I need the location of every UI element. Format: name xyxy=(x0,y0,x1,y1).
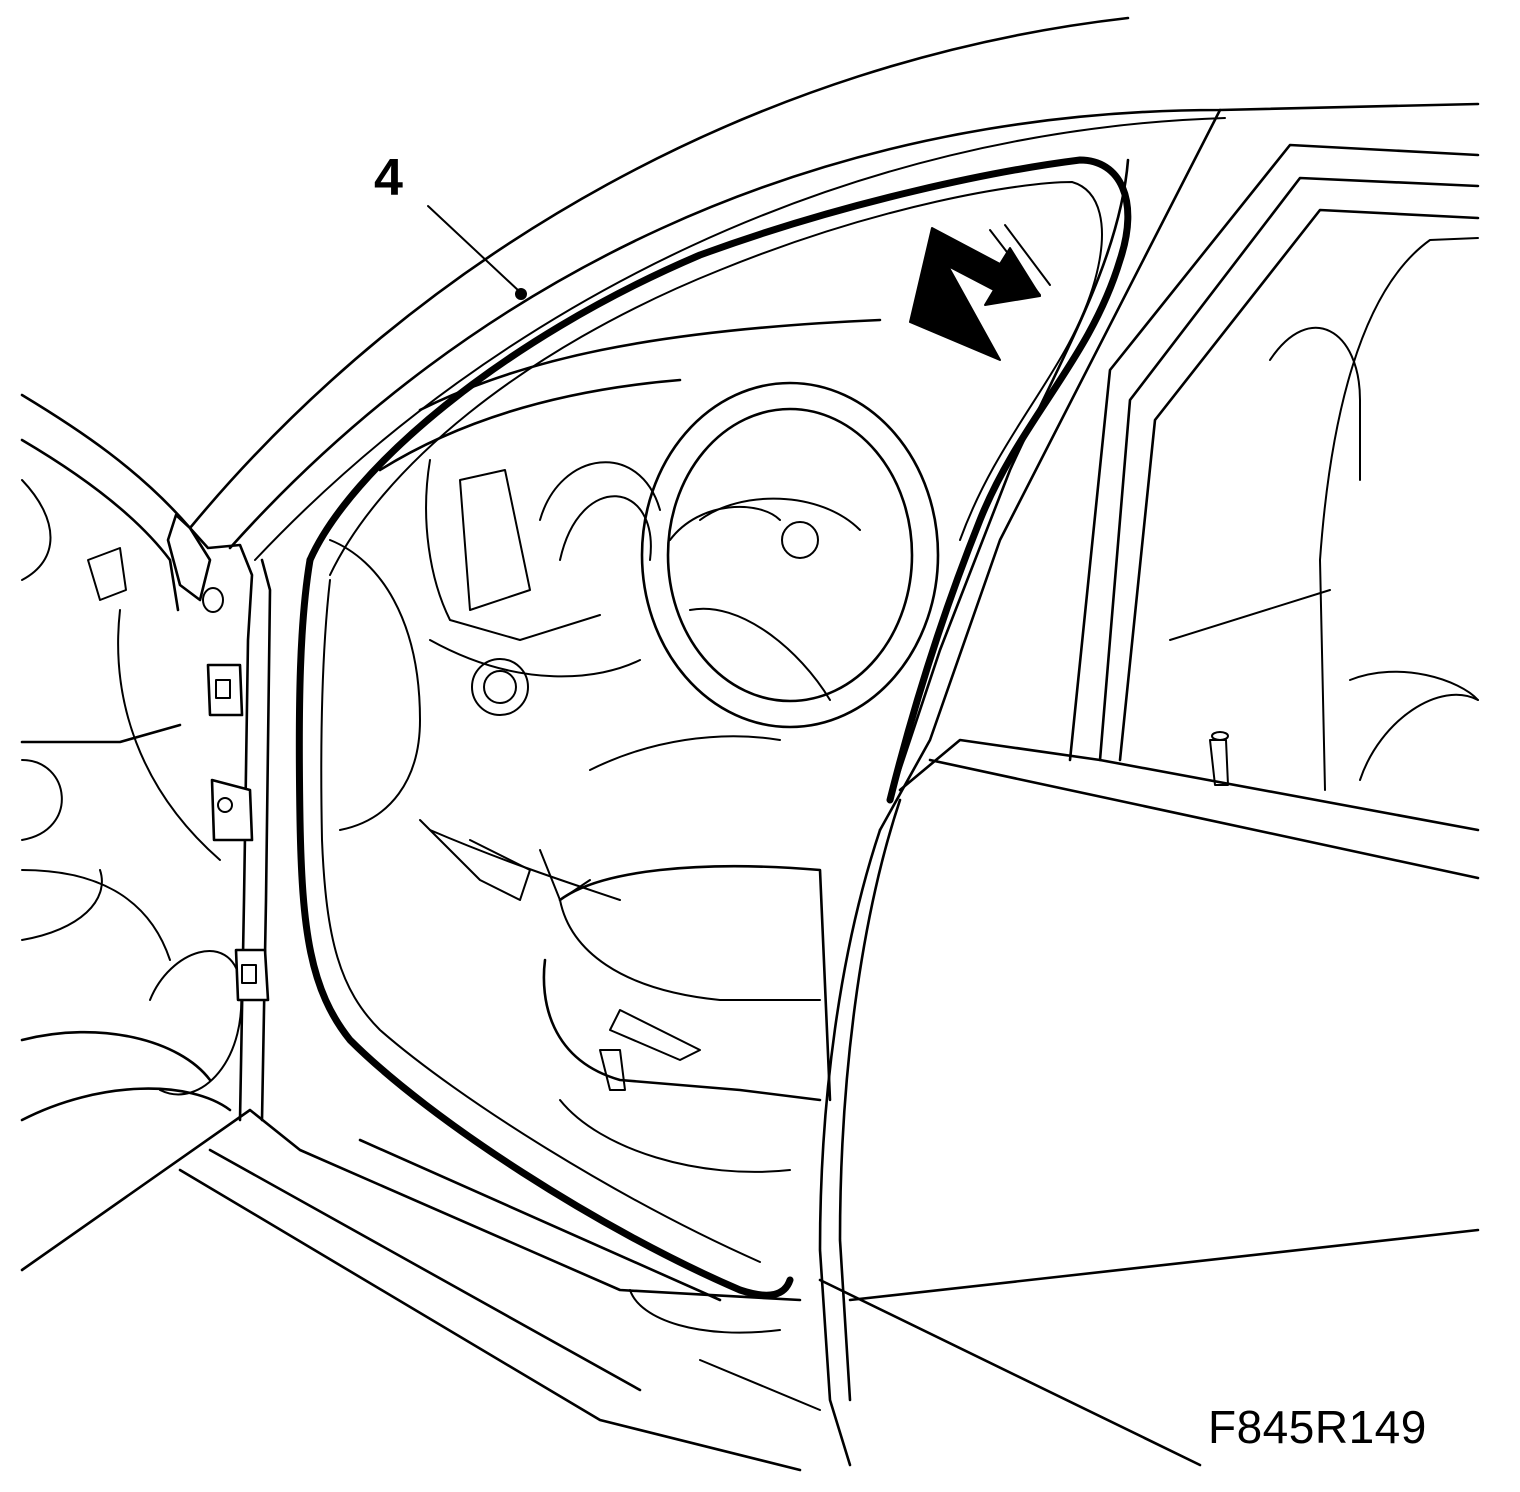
callout-leader xyxy=(427,205,527,300)
front-fender xyxy=(20,393,243,1122)
door-seal xyxy=(295,156,1132,1299)
steering-wheel xyxy=(640,381,940,729)
a-pillar-trim xyxy=(188,526,272,1122)
door-hinges xyxy=(166,513,270,1002)
door-sill xyxy=(20,1108,1480,1472)
b-pillar xyxy=(818,108,1222,1467)
rear-seat xyxy=(1169,327,1479,701)
roof-outline xyxy=(188,16,1480,561)
direction-arrow-icon xyxy=(909,224,1051,361)
center-console xyxy=(419,735,781,901)
front-door xyxy=(898,143,1480,880)
front-seat xyxy=(542,864,832,1173)
dashboard xyxy=(329,318,882,831)
callout-label: 4 xyxy=(374,149,403,207)
figure-code: F845R149 xyxy=(1208,1401,1427,1453)
